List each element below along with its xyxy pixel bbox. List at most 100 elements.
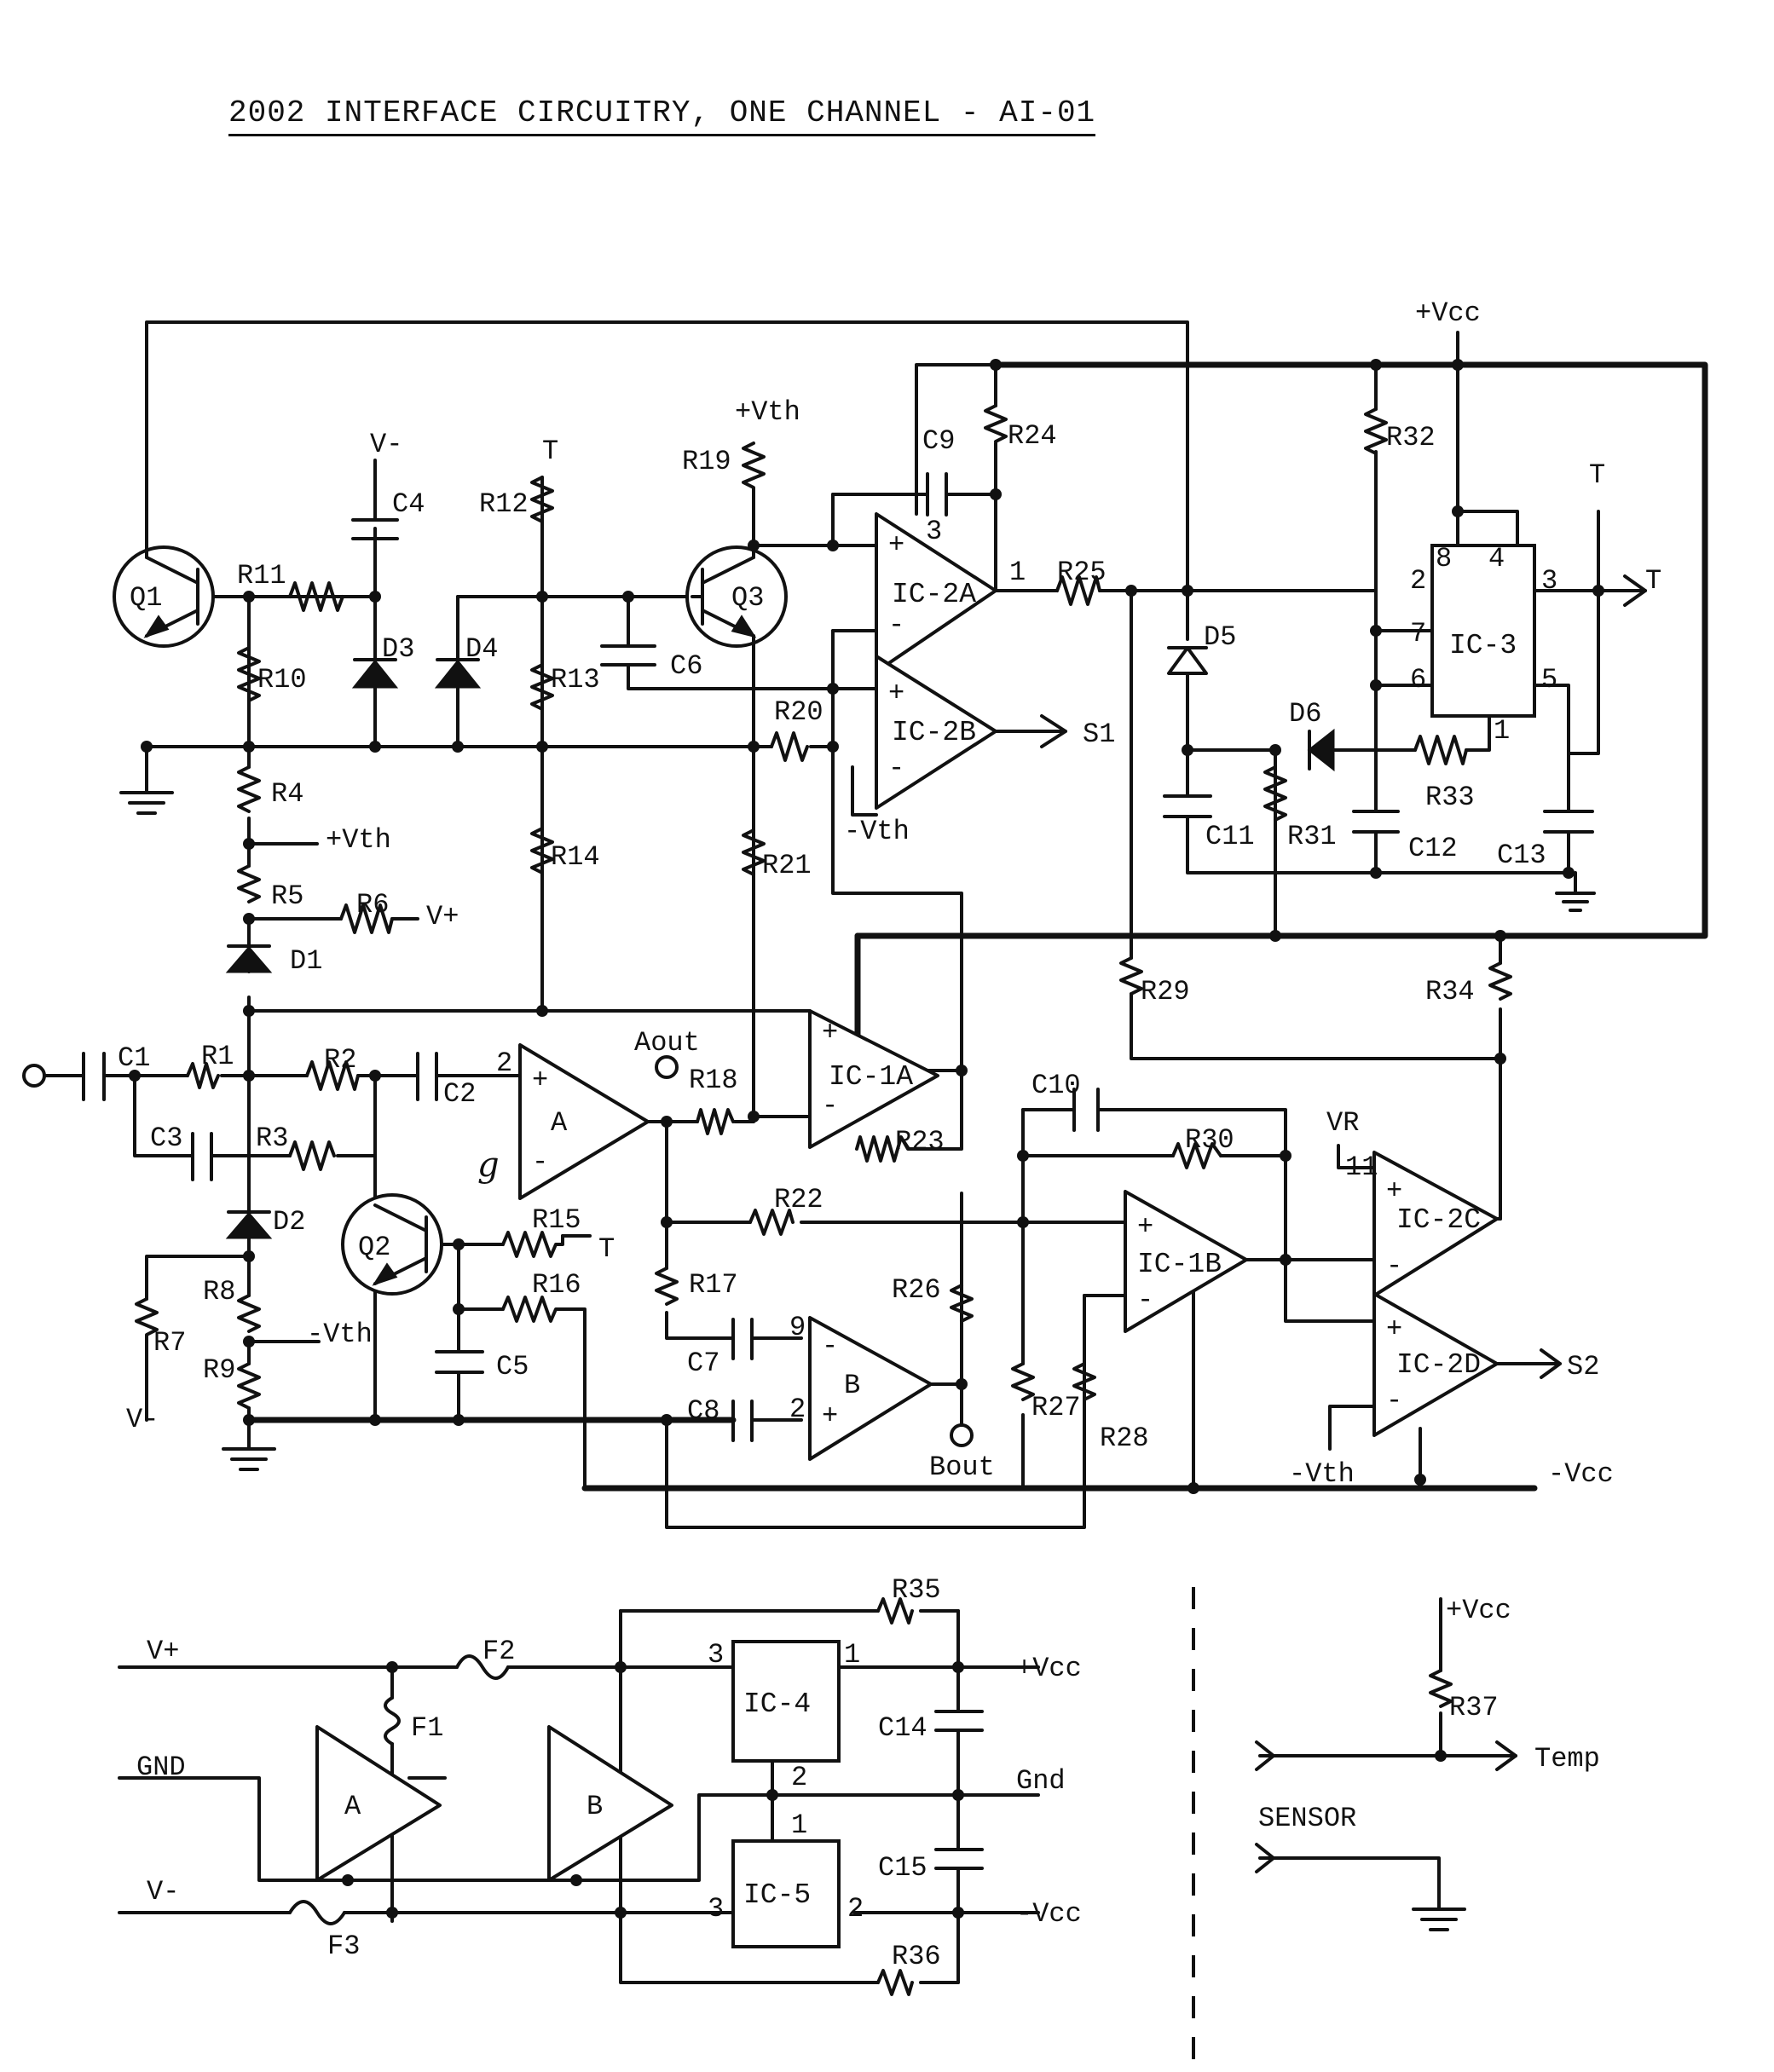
label-q2: Q2 bbox=[358, 1232, 390, 1263]
arrows bbox=[1040, 574, 1647, 1873]
label-r24: R24 bbox=[1008, 420, 1057, 452]
resistors bbox=[135, 404, 1512, 1996]
label-r3: R3 bbox=[256, 1123, 288, 1154]
transistor-q2 bbox=[341, 1193, 443, 1296]
label-r36: R36 bbox=[892, 1941, 941, 1972]
label-amp-a-lower: A bbox=[344, 1791, 361, 1822]
label-r27: R27 bbox=[1031, 1392, 1081, 1423]
net-vth-neg-ic2d: -Vth bbox=[1289, 1458, 1355, 1490]
pin-ic4-2: 2 bbox=[791, 1762, 807, 1793]
label-r16: R16 bbox=[532, 1269, 581, 1301]
pin-ic3-7: 7 bbox=[1410, 618, 1426, 649]
net-t-ic3-top: T bbox=[1589, 459, 1605, 491]
net-vcc-top: +Vcc bbox=[1415, 297, 1481, 329]
handwritten-mark: g bbox=[477, 1146, 500, 1185]
label-r12: R12 bbox=[479, 488, 529, 520]
svg-text:+: + bbox=[1137, 1211, 1153, 1243]
net-vth-neg-r8: -Vth bbox=[307, 1319, 373, 1350]
net-v-neg-c4: V- bbox=[370, 429, 402, 460]
page-title: 2002 INTERFACE CIRCUITRY, ONE CHANNEL - … bbox=[228, 95, 1096, 136]
label-ic-2a: IC-2A bbox=[892, 579, 976, 610]
label-r21: R21 bbox=[762, 850, 812, 881]
label-ic-1b: IC-1B bbox=[1137, 1249, 1222, 1280]
net-vcc-pos-lower: +Vcc bbox=[1016, 1653, 1082, 1684]
fuses bbox=[288, 1654, 510, 1925]
terminals bbox=[22, 1055, 974, 1447]
net-vcc-neg-rail: -Vcc bbox=[1548, 1458, 1614, 1490]
label-amp-a: A bbox=[551, 1107, 568, 1139]
label-r20: R20 bbox=[774, 696, 823, 728]
label-d5: D5 bbox=[1204, 621, 1236, 653]
label-d3: D3 bbox=[382, 633, 414, 665]
label-d1: D1 bbox=[290, 945, 322, 977]
label-r18: R18 bbox=[689, 1065, 738, 1096]
label-ic-1a: IC-1A bbox=[829, 1061, 913, 1093]
svg-text:-: - bbox=[1137, 1284, 1153, 1316]
svg-text:-: - bbox=[532, 1146, 548, 1178]
label-c1: C1 bbox=[118, 1042, 150, 1074]
label-f3: F3 bbox=[327, 1931, 360, 1962]
pin-amp-a-2: 2 bbox=[496, 1048, 512, 1079]
net-aout: Aout bbox=[634, 1027, 700, 1059]
label-q1: Q1 bbox=[130, 582, 162, 614]
net-labels: +Vcc +Vth +Vth -Vth -Vth -Vth V- V- V+ V… bbox=[126, 297, 1661, 1930]
label-r15: R15 bbox=[532, 1204, 581, 1236]
label-d6: D6 bbox=[1289, 698, 1321, 730]
pin-ic2a-3: 3 bbox=[926, 516, 942, 547]
label-r23: R23 bbox=[895, 1126, 945, 1157]
svg-text:-: - bbox=[888, 753, 904, 784]
pin-ic5-2: 2 bbox=[847, 1893, 864, 1925]
pin-ic3-3: 3 bbox=[1541, 565, 1557, 597]
net-s1: S1 bbox=[1083, 719, 1115, 750]
pin-ic3-2: 2 bbox=[1410, 565, 1426, 597]
label-c12: C12 bbox=[1408, 833, 1458, 864]
net-vcc-sensor: +Vcc bbox=[1446, 1595, 1511, 1626]
label-r19: R19 bbox=[682, 446, 731, 477]
label-r32: R32 bbox=[1386, 422, 1436, 453]
net-vr: VR bbox=[1326, 1107, 1359, 1139]
svg-text:+: + bbox=[822, 1400, 838, 1432]
pin-ic3-1: 1 bbox=[1494, 715, 1510, 747]
svg-text:-: - bbox=[1386, 1250, 1402, 1282]
pin-ic3-5: 5 bbox=[1541, 664, 1557, 695]
net-v-pos-lower: V+ bbox=[147, 1636, 179, 1667]
label-r2: R2 bbox=[324, 1044, 356, 1076]
ground-symbols bbox=[119, 791, 1596, 1931]
label-ic-5: IC-5 bbox=[743, 1879, 811, 1911]
label-r7: R7 bbox=[153, 1327, 186, 1359]
net-s2: S2 bbox=[1567, 1351, 1599, 1382]
label-c7: C7 bbox=[687, 1348, 719, 1379]
label-r30: R30 bbox=[1185, 1124, 1234, 1156]
net-t-ic3-out: T bbox=[1645, 565, 1661, 597]
net-t-r15: T bbox=[598, 1233, 615, 1265]
label-r8: R8 bbox=[203, 1276, 235, 1307]
label-r29: R29 bbox=[1141, 976, 1190, 1007]
label-r17: R17 bbox=[689, 1269, 738, 1301]
net-v-pos-r6: V+ bbox=[426, 901, 459, 932]
label-r11: R11 bbox=[237, 560, 286, 592]
label-r37: R37 bbox=[1449, 1692, 1499, 1723]
label-r5: R5 bbox=[271, 880, 303, 912]
svg-text:+: + bbox=[1386, 1175, 1402, 1207]
net-v-neg-r7: V- bbox=[126, 1404, 159, 1435]
pin-labels: 3 1 11 2 3 4 5 6 7 8 1 2 9 2 3 1 2 1 3 2 bbox=[496, 516, 1557, 1925]
label-ic-3: IC-3 bbox=[1449, 630, 1517, 661]
label-f1: F1 bbox=[411, 1712, 443, 1744]
label-ic-2d: IC-2D bbox=[1396, 1349, 1481, 1381]
net-v-neg-lower: V- bbox=[147, 1876, 179, 1908]
svg-text:+: + bbox=[532, 1065, 548, 1096]
label-f2: F2 bbox=[483, 1636, 515, 1667]
net-temp: Temp bbox=[1534, 1743, 1600, 1775]
label-c13: C13 bbox=[1497, 840, 1546, 871]
label-amp-b: B bbox=[844, 1370, 860, 1401]
label-ic-2b: IC-2B bbox=[892, 717, 976, 748]
label-r25: R25 bbox=[1057, 557, 1107, 588]
label-r26: R26 bbox=[892, 1274, 941, 1306]
pin-ic3-8: 8 bbox=[1436, 543, 1452, 574]
label-r33: R33 bbox=[1425, 782, 1475, 813]
pin-ic3-6: 6 bbox=[1410, 664, 1426, 695]
label-ic-2c: IC-2C bbox=[1396, 1204, 1481, 1236]
label-c3: C3 bbox=[150, 1123, 182, 1154]
net-vth-q3: +Vth bbox=[735, 396, 800, 428]
label-r6: R6 bbox=[356, 889, 389, 921]
